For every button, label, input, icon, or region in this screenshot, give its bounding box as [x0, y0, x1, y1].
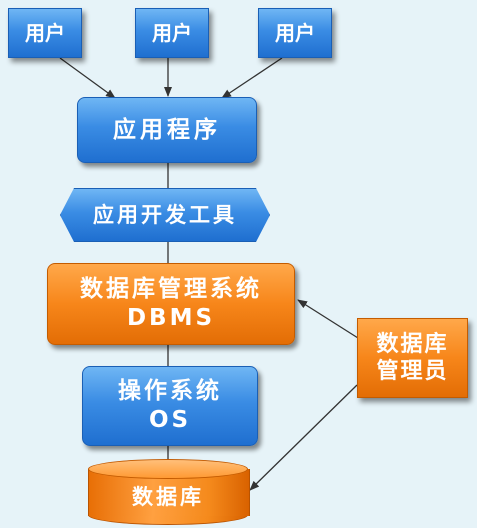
- dba-label-line2: 管理员: [376, 359, 449, 384]
- arrow-user3-to-application: [221, 57, 283, 99]
- arrow-user1-to-application: [59, 57, 116, 99]
- dev-tools-label: 应用开发工具: [93, 202, 237, 227]
- dba-label-line1: 数据库: [376, 331, 449, 357]
- os-name-label: 操作系统: [118, 378, 222, 405]
- database-label: 数据库: [132, 485, 204, 509]
- user-label-2: 用户: [152, 20, 192, 45]
- user-box-3: 用户: [258, 8, 332, 58]
- user-label-1: 用户: [25, 20, 65, 45]
- os-abbr-label: OS: [148, 407, 192, 433]
- application-label: 应用程序: [113, 116, 221, 143]
- database-cylinder-top: [88, 459, 248, 479]
- dba-box: 数据库 管理员: [357, 318, 468, 398]
- dbms-box: 数据库管理系统 DBMS: [47, 263, 295, 345]
- dev-tools-box: 应用开发工具: [60, 188, 270, 242]
- database-cylinder: 数据库: [88, 459, 250, 526]
- dbms-abbr-label: DBMS: [126, 305, 216, 331]
- user-box-1: 用户: [8, 8, 82, 58]
- user-box-2: 用户: [135, 8, 209, 58]
- arrow-dba-to-database: [249, 384, 358, 491]
- dbms-name-label: 数据库管理系统: [80, 276, 262, 303]
- user-label-3: 用户: [275, 20, 315, 45]
- application-box: 应用程序: [77, 97, 257, 163]
- os-box: 操作系统 OS: [82, 366, 258, 446]
- arrow-dba-to-dbms: [297, 299, 359, 339]
